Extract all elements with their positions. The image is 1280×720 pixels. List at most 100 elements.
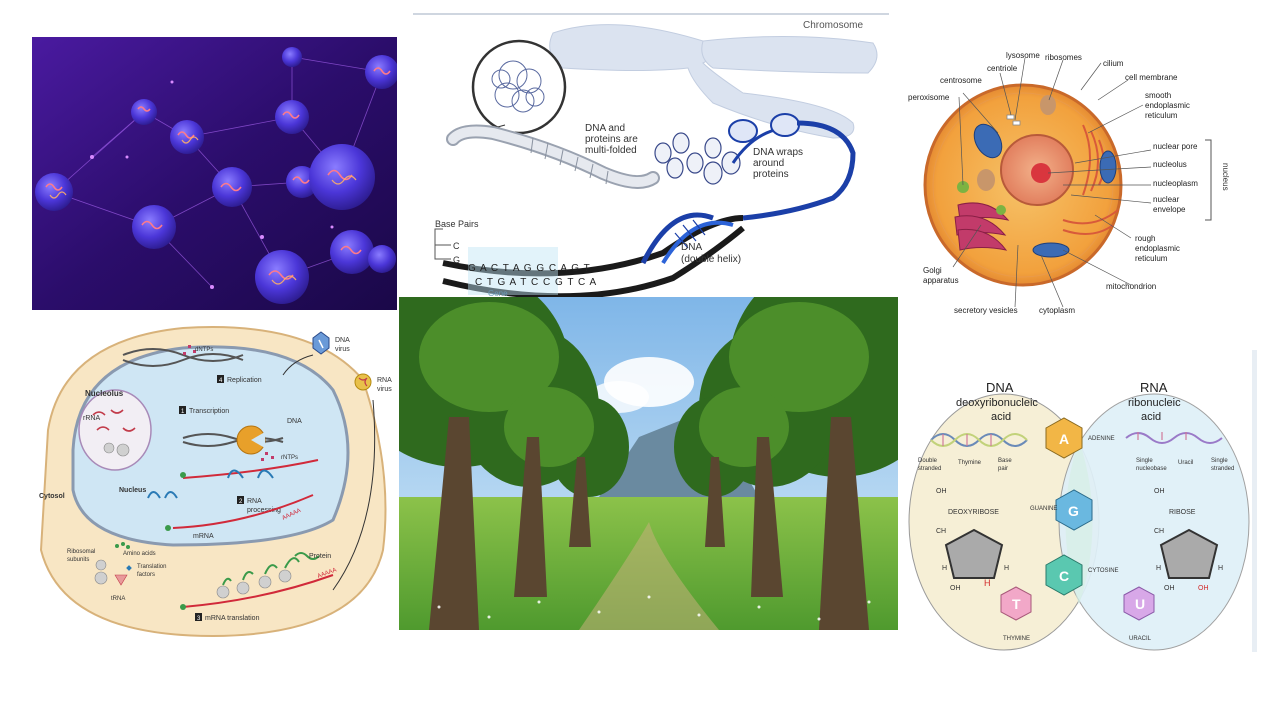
label-lysosome: lysosome	[1006, 51, 1040, 60]
label-mitochondrion: mitochondrion	[1106, 282, 1156, 291]
base-letter-t: T	[1012, 596, 1021, 612]
chromosome-title: Chromosome	[803, 20, 863, 31]
thymine-label: THYMINE	[1003, 636, 1030, 642]
label-nuclear-envelope-2: envelope	[1153, 205, 1186, 214]
label-golgi-2: apparatus	[923, 276, 959, 285]
single-nucleobase-label-2: nucleobase	[1136, 466, 1167, 472]
top-strand: G A C T A G G C A G T	[468, 263, 591, 274]
label-peroxisome: peroxisome	[908, 93, 950, 102]
forest-art	[399, 297, 898, 630]
wraps-label-1: DNA wraps	[753, 147, 803, 158]
folded-label-3: multi-folded	[585, 145, 637, 156]
double-stranded-label-2: stranded	[918, 466, 941, 472]
nucleus-bracket-label: nucleus	[1221, 163, 1230, 191]
base-letter-g: G	[1068, 503, 1079, 519]
dna-subtitle-2: acid	[991, 411, 1011, 423]
label-centriole: centriole	[987, 64, 1018, 73]
protein-label: Protein	[309, 553, 331, 560]
rna-oh-highlight: OH	[1198, 585, 1209, 592]
animal-cell-diagram: nucleus lysosome ribosomes cilium centri…	[903, 45, 1245, 320]
base-pair-label-2: pair	[998, 466, 1008, 472]
rna-virus-label-1: RNA	[377, 377, 392, 384]
dna-ch2: CH	[936, 528, 946, 535]
label-nuclear-pore: nuclear pore	[1153, 142, 1198, 151]
dna-vs-rna-diagram: DNA deoxyribonucleic acid RNA ribonuclei…	[906, 350, 1257, 652]
dna-subtitle-1: deoxyribonucleic	[956, 397, 1038, 409]
deoxyribose-label: DEOXYRIBOSE	[948, 509, 999, 516]
folded-label-1: DNA and	[585, 123, 625, 134]
guanine-label: GUANINE	[1030, 506, 1057, 512]
ribosomal-subunits-label-2: subunits	[67, 557, 89, 563]
dna-h-right: H	[1004, 565, 1009, 572]
mrna-translation-label: mRNA translation	[205, 615, 260, 622]
label-ribosomes: ribosomes	[1045, 53, 1082, 62]
ribosomal-subunits-label-1: Ribosomal	[67, 549, 95, 555]
rna-oh-bottom: OH	[1164, 585, 1175, 592]
dna-h-left: H	[942, 565, 947, 572]
dna-oh-top: OH	[936, 488, 947, 495]
dna-h-highlight: H	[984, 578, 991, 588]
dna-network-art	[32, 37, 397, 310]
dna-title: DNA	[986, 380, 1014, 395]
rna-processing-label-1: RNA	[247, 498, 262, 505]
label-smooth-er-1: smooth	[1145, 91, 1171, 100]
rna-h-left: H	[1156, 565, 1161, 572]
dna-virus-label-2: virus	[335, 346, 350, 353]
rna-processing-label-2: processing	[247, 507, 281, 514]
label-cell-membrane: cell membrane	[1125, 73, 1178, 82]
dna-vs-rna-art: DNA deoxyribonucleic acid RNA ribonuclei…	[906, 350, 1257, 652]
forest-path-photo	[399, 297, 898, 630]
rna-subtitle-1: ribonucleic	[1128, 397, 1181, 409]
dna-label-expression: DNA	[287, 418, 302, 425]
rntps-label: rNTPs	[281, 455, 298, 461]
dna-label: DNA	[681, 242, 702, 253]
wraps-label-2: around	[753, 158, 784, 169]
base-letter-a: A	[1059, 431, 1069, 447]
base-pairs-label: Base Pairs	[435, 219, 479, 229]
dna-virus-label-1: DNA	[335, 337, 350, 344]
translation-factors-label-1: Translation	[137, 564, 166, 570]
bottom-strand: C T G A T C C G T C A	[475, 277, 597, 288]
single-stranded-label-2: stranded	[1211, 466, 1234, 472]
label-rough-er-3: reticulum	[1135, 254, 1168, 263]
uracil-small-label: Uracil	[1178, 460, 1193, 466]
animal-cell-art: nucleus lysosome ribosomes cilium centri…	[903, 45, 1245, 320]
top-lead-base: C	[453, 241, 460, 251]
rna-subtitle-2: acid	[1141, 411, 1161, 423]
nucleolus-label: Nucleolus	[85, 389, 124, 398]
rna-title: RNA	[1140, 380, 1168, 395]
base-pair-label-1: Base	[998, 458, 1012, 464]
dna-oh-bottom: OH	[950, 585, 961, 592]
single-nucleobase-label-1: Single	[1136, 458, 1153, 464]
gene-expression-art: Nucleolus rRNA Cytosol Nucleus dNTPs 4 R…	[33, 320, 395, 638]
double-helix-label: (double helix)	[681, 254, 741, 265]
label-secretory-vesicles: secretory vesicles	[954, 306, 1018, 315]
translation-step-number: 3	[197, 616, 201, 622]
rrna-label: rRNA	[83, 415, 100, 422]
cytosol-label: Cytosol	[39, 493, 65, 500]
nucleus-label: Nucleus	[119, 487, 146, 494]
rna-oh-top: OH	[1154, 488, 1165, 495]
trna-label: tRNA	[111, 596, 125, 602]
rna-virus-label-2: virus	[377, 386, 392, 393]
rna-ch2: CH	[1154, 528, 1164, 535]
label-golgi-1: Golgi	[923, 266, 942, 275]
amino-acids-label: Amino acids	[123, 551, 156, 557]
wraps-label-3: proteins	[753, 169, 789, 180]
rna-h-right: H	[1218, 565, 1223, 572]
thymine-small-label: Thymine	[958, 460, 982, 466]
base-letter-c: C	[1059, 568, 1069, 584]
rna-processing-step-number: 2	[239, 499, 243, 505]
cytosine-label: CYTOSINE	[1088, 568, 1119, 574]
label-nuclear-envelope-1: nuclear	[1153, 195, 1180, 204]
folded-label-2: proteins are	[585, 134, 638, 145]
replication-step-number: 4	[219, 378, 223, 384]
uracil-label: URACIL	[1129, 636, 1152, 642]
label-smooth-er-2: endoplasmic	[1145, 101, 1190, 110]
double-stranded-label-1: Double	[918, 458, 938, 464]
label-centrosome: centrosome	[940, 76, 982, 85]
gene-expression-diagram: Nucleolus rRNA Cytosol Nucleus dNTPs 4 R…	[33, 320, 395, 638]
chromosome-diagram: Chromosome	[413, 13, 889, 297]
translation-factors-label-2: factors	[137, 572, 155, 578]
replication-label: Replication	[227, 377, 262, 384]
